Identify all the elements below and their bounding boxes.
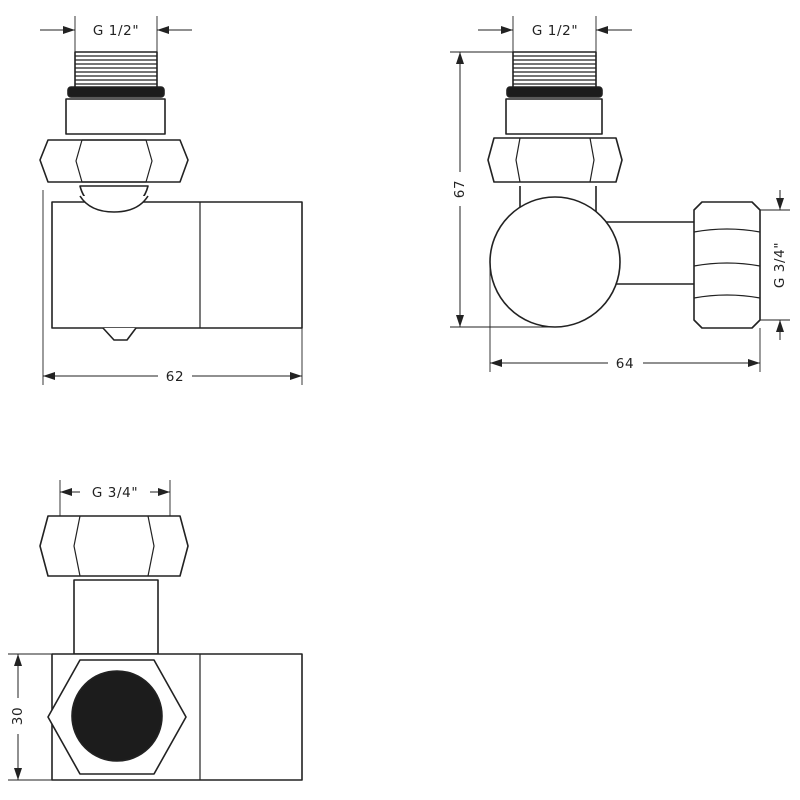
side-top-thread-dimension: G 1/2" bbox=[478, 16, 632, 52]
side-thread bbox=[506, 51, 603, 98]
front-body bbox=[51, 185, 303, 341]
front-width-dimension: 62 bbox=[42, 190, 303, 385]
side-right-thread-dimension: G 3/4" bbox=[760, 190, 790, 340]
front-thread bbox=[67, 51, 165, 98]
front-top-thread-dimension: G 1/2" bbox=[40, 16, 192, 52]
front-top-thread-label: G 1/2" bbox=[93, 23, 139, 39]
front-view: G 1/2" 62 bbox=[39, 16, 303, 385]
front-width-label: 62 bbox=[166, 369, 184, 385]
bottom-outlet-hole bbox=[71, 670, 163, 762]
side-neck bbox=[505, 98, 603, 135]
bottom-hex-nut bbox=[39, 515, 189, 577]
side-view: G 1/2" 67 G 3/4" bbox=[450, 16, 790, 372]
bottom-body bbox=[47, 653, 303, 781]
front-neck bbox=[65, 98, 166, 135]
side-height-label: 67 bbox=[452, 180, 468, 198]
bottom-neck bbox=[73, 579, 159, 655]
side-top-thread-label: G 1/2" bbox=[532, 23, 578, 39]
bottom-thread-label: G 3/4" bbox=[92, 485, 138, 501]
side-width-label: 64 bbox=[616, 356, 634, 372]
side-right-thread-label: G 3/4" bbox=[772, 242, 788, 288]
side-right-hex-nut bbox=[693, 201, 761, 329]
side-height-dimension: 67 bbox=[450, 51, 555, 328]
front-hex-nut bbox=[39, 139, 189, 183]
bottom-height-label: 30 bbox=[10, 707, 26, 725]
bottom-view: G 3/4" 30 bbox=[8, 480, 303, 781]
bottom-height-dimension: 30 bbox=[8, 653, 52, 781]
side-hex-nut bbox=[487, 137, 623, 183]
side-ball-body bbox=[489, 196, 621, 328]
side-width-dimension: 64 bbox=[489, 262, 761, 372]
bottom-thread-dimension: G 3/4" bbox=[59, 480, 171, 516]
